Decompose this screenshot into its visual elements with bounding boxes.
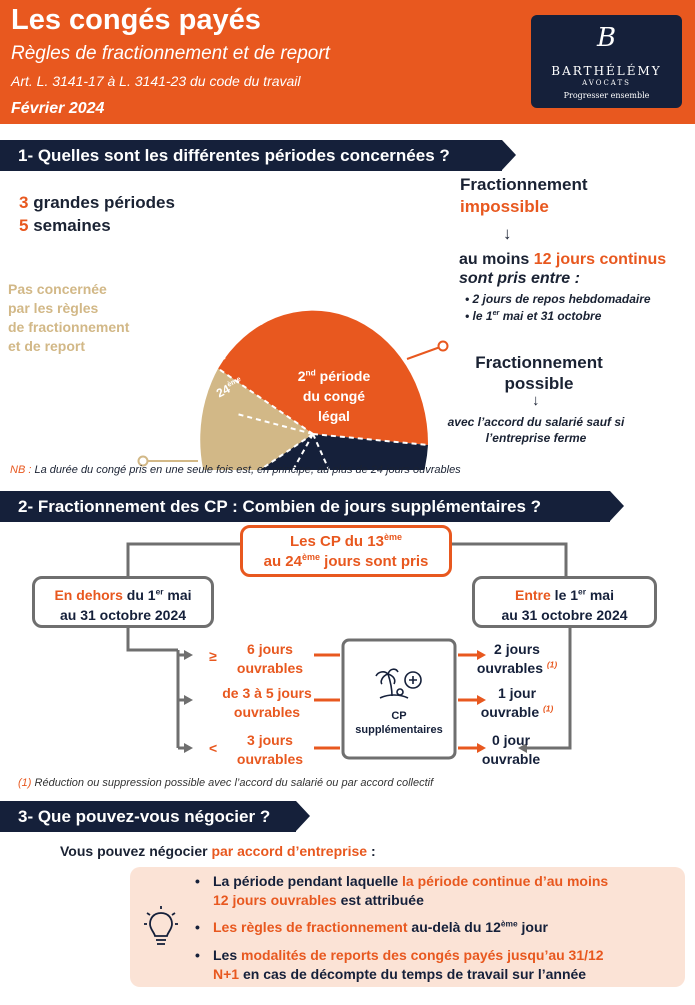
connector-left xyxy=(126,542,240,576)
connector-right xyxy=(452,542,568,576)
periods-count: 3 grandes périodes xyxy=(19,193,175,212)
result-1-day: 1 jour ouvrable (1) xyxy=(480,685,554,720)
logo-sub: AVOCATS xyxy=(582,79,631,87)
symbol-greater-equal: ≥ xyxy=(209,648,217,664)
box-inside-period: Entre le 1er mai au 31 octobre 2024 xyxy=(472,576,657,628)
logo-monogram: B xyxy=(596,23,617,53)
pie-label-second-period: 2nd période du congé légal xyxy=(297,367,371,424)
arrowhead-row-3 xyxy=(184,743,193,753)
arrowhead-row-2 xyxy=(184,695,193,705)
pie-label-first-period: 1ère période du congé légal xyxy=(276,212,352,269)
connector-left-down xyxy=(126,628,178,652)
pie-slice-first-period xyxy=(218,310,429,445)
result-2-days: 2 jours ouvrables (1) xyxy=(476,641,558,676)
publication-date: Février 2024 xyxy=(11,100,105,117)
pie-label-day-13: 13ème xyxy=(400,317,428,332)
rule-weekly-rest: • 2 jours de repos hebdomadaire xyxy=(465,292,651,306)
taken-between: sont pris entre : xyxy=(459,270,580,287)
connector-right-down xyxy=(525,628,572,750)
pie-divider-fifth-week xyxy=(217,367,314,435)
arrowhead-right-row-3 xyxy=(518,743,527,753)
category-3-5-days: de 3 à 5 jours ouvrables xyxy=(222,685,312,720)
category-6-days: 6 jours ouvrables xyxy=(236,641,304,676)
negotiation-intro: Vous pouvez négocier par accord d’entrep… xyxy=(60,843,376,859)
section-1-heading: 1- Quelles sont les différentes périodes… xyxy=(0,140,516,171)
rule-period: • le 1er mai et 31 octobre xyxy=(465,308,602,323)
article-reference: Art. L. 3141-17 à L. 3141-23 du code du … xyxy=(11,73,301,89)
pie-divider-inner-1 xyxy=(236,413,314,435)
arrowhead-row-1 xyxy=(184,650,193,660)
symbol-less-than: < xyxy=(209,740,218,756)
firm-logo: B BARTHÉLÉMY AVOCATS Progresser ensemble xyxy=(531,15,682,108)
negotiable-item-fractioning: • Les règles de fractionnement au-delà d… xyxy=(195,918,548,935)
logo-tagline: Progresser ensemble xyxy=(563,91,650,100)
periods-pie xyxy=(137,310,449,470)
island-plus-icon xyxy=(375,668,422,699)
pie-divider-period-2 xyxy=(258,433,314,470)
pie-divider-period-1 xyxy=(312,433,429,446)
arrow-down-icon: ↓ xyxy=(503,224,512,243)
section-3-heading: 3- Que pouvez-vous négocier ? xyxy=(0,801,310,832)
top-box-days-13-24: Les CP du 13ème au 24ème jours sont pris xyxy=(240,525,452,577)
fractioning-impossible: Fractionnement impossible xyxy=(460,175,588,216)
page-title: Les congés payés xyxy=(11,4,261,36)
result-0-day: 0 jour ouvrable xyxy=(481,732,541,767)
pie-label-day-12: 12ème xyxy=(400,289,428,304)
negotiable-item-carryover: • Les modalités de reports des congés pa… xyxy=(195,947,604,982)
logo-name: BARTHÉLÉMY xyxy=(551,64,662,78)
minimum-continuous-days: au moins 12 jours continus xyxy=(459,251,667,268)
section-2-heading: 2- Fractionnement des CP : Combien de jo… xyxy=(0,491,624,522)
pie-divider-inner-2 xyxy=(291,433,314,470)
header-banner: Les congés payés Règles de fractionnemen… xyxy=(0,0,695,124)
pie-label-fifth-week: 5ème semaine xyxy=(207,292,265,328)
pie-slice-second-period xyxy=(259,434,428,470)
footnote: (1) Réduction ou suppression possible av… xyxy=(18,777,434,789)
nb-note: NB : La durée du congé pris en une seule… xyxy=(10,464,461,476)
lightbulb-icon xyxy=(144,906,178,945)
negotiation-panel xyxy=(130,867,685,987)
callout-dot-not-concerned xyxy=(137,455,149,467)
not-concerned-label: Pas concernée par les règles de fraction… xyxy=(8,281,130,354)
callout-dot-impossible xyxy=(437,340,449,352)
employee-agreement: avec l’accord du salarié sauf si l’entre… xyxy=(447,415,625,445)
box-outside-period: En dehors du 1er mai au 31 octobre 2024 xyxy=(32,576,214,628)
weeks-count: 5 semaines xyxy=(19,216,111,235)
page-subtitle: Règles de fractionnement et de report xyxy=(11,43,330,64)
center-label: CP supplémentaires xyxy=(355,710,443,736)
center-box xyxy=(341,638,457,760)
flow-connectors xyxy=(126,542,572,760)
arrow-down-icon: ↓ xyxy=(532,392,540,409)
callout-line-impossible xyxy=(406,345,444,360)
fractioning-possible: Fractionnement possible xyxy=(475,353,603,393)
negotiable-item-period: • La période pendant laquelle la période… xyxy=(195,873,609,908)
category-under-3-days: 3 jours ouvrables xyxy=(236,732,304,767)
